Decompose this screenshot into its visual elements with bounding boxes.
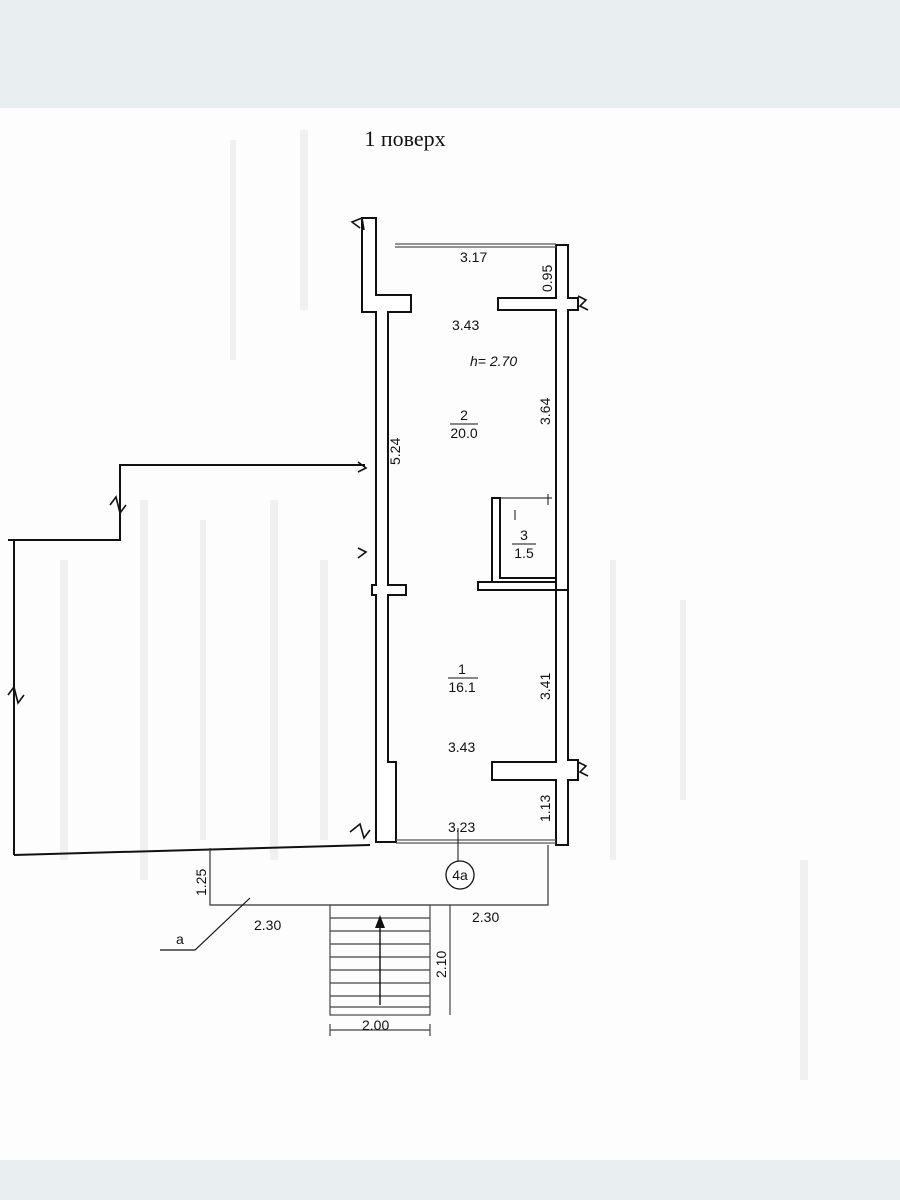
porch-marker [445,828,475,890]
dim-stairs-width: 2.00 [362,1017,389,1033]
dim-top-right-offset: 0.95 [539,265,555,292]
background-ghost-text [60,130,808,1080]
top-background-band [0,0,900,108]
floor-plan-sheet: 1 поверх [0,108,900,1160]
dim-right-lower-length: 3.41 [537,673,553,700]
dim-porch-left-width: 2.30 [254,917,281,933]
dim-bottom-width: 3.23 [448,819,475,835]
leader-a-label: а [176,931,184,947]
porch [209,845,549,906]
bottom-background-band [0,1160,900,1200]
dim-top-width: 3.17 [460,249,487,265]
plan-title: 1 поверх [364,126,446,151]
room-1-number: 1 [458,661,466,677]
dim-room2-width: 3.43 [452,317,479,333]
stairs [329,904,451,1036]
dim-porch-right-width: 2.30 [472,909,499,925]
room-2-area: 20.0 [450,425,477,441]
leader-a [160,897,251,951]
ceiling-height: h= 2.70 [470,353,517,369]
dim-room1-width: 3.43 [448,739,475,755]
dim-left-length: 5.24 [387,438,403,465]
dim-stairs-length: 2.10 [433,951,449,978]
annex-outline [7,461,371,856]
openings [395,243,556,844]
room-3-area: 1.5 [514,545,534,561]
dim-porch-left-depth: 1.25 [193,869,209,896]
room-3-walls [491,494,557,583]
left-wall [349,216,412,843]
porch-marker-label: 4а [452,867,468,883]
room-3-number: 3 [520,527,528,543]
room-1-area: 16.1 [448,679,475,695]
dim-bottom-right-offset: 1.13 [537,795,553,822]
room-2-number: 2 [460,407,468,423]
dim-right-upper-length: 3.64 [537,398,553,425]
floor-plan-drawing: 3.17 0.95 3.43 h= 2.70 5.24 3.64 2 20.0 … [7,130,808,1080]
